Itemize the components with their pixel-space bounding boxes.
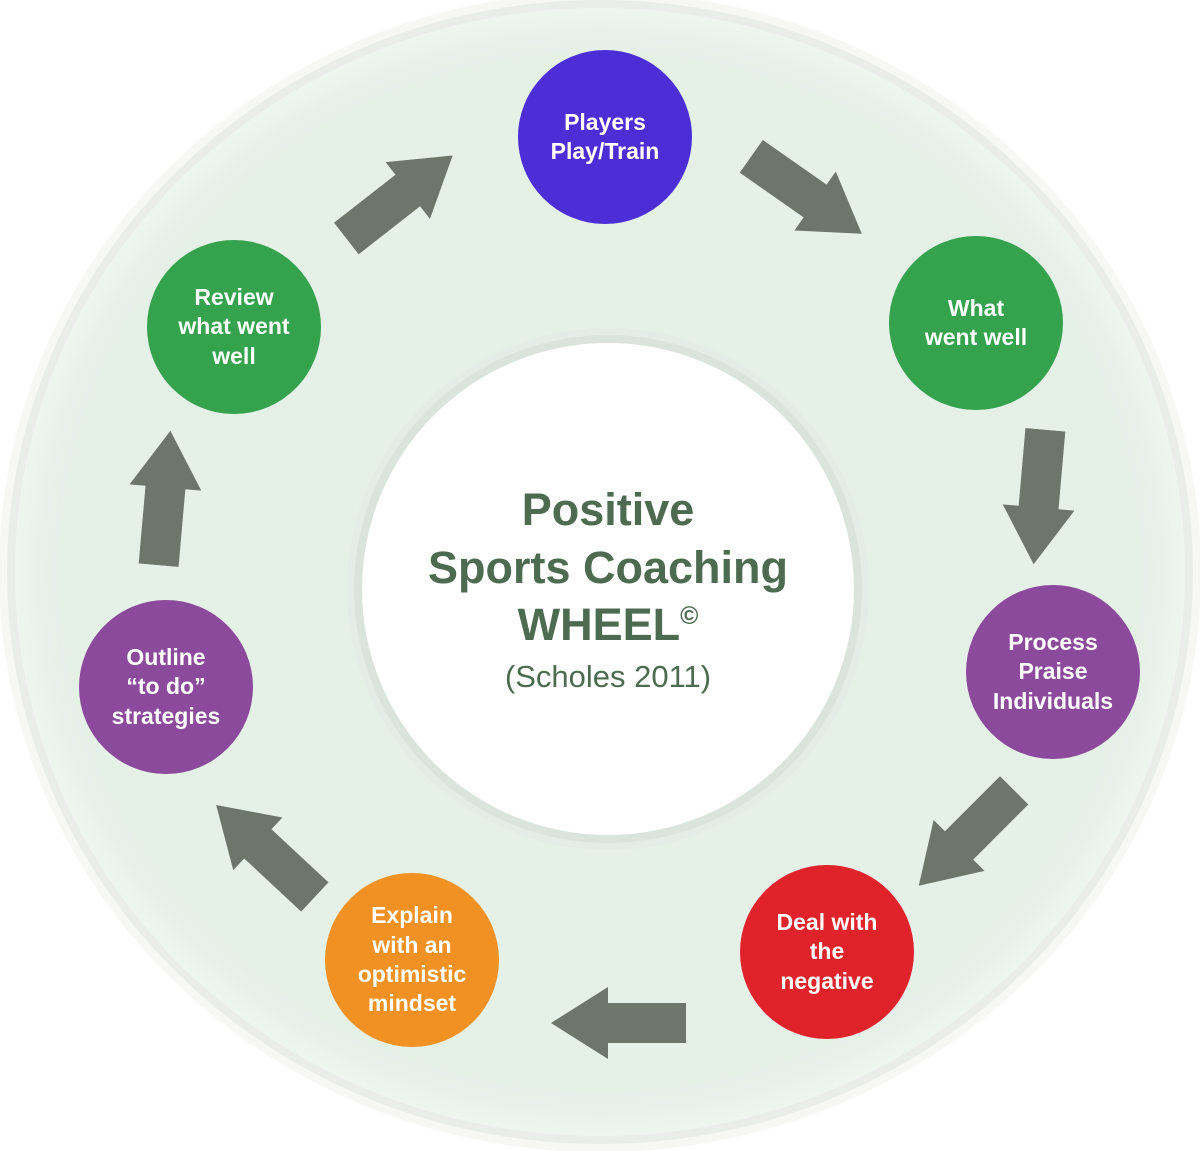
node-label: Process Praise Individuals: [992, 628, 1114, 714]
title-line-3: WHEEL©: [428, 596, 788, 654]
node-label: Outline “to do” strategies: [111, 643, 221, 729]
copyright-symbol: ©: [680, 603, 699, 631]
arrow-process-to-deal-icon: [893, 765, 1039, 911]
node-label: Players Play/Train: [550, 108, 660, 164]
arrow-players-to-whatwentwell-icon: [731, 127, 883, 263]
arrow-review-to-players-icon: [324, 127, 475, 267]
title-subtitle: (Scholes 2011): [504, 659, 712, 695]
arrow-deal-to-explain-icon: [551, 987, 686, 1059]
node-label: What went well: [924, 294, 1028, 350]
node-review-what-went-well: Review what went well: [147, 240, 321, 414]
node-label: Deal with the negative: [776, 908, 878, 994]
node-deal-with-the-negative: Deal with the negative: [740, 865, 914, 1039]
node-label: Explain with an optimistic mindset: [357, 902, 467, 1017]
arrow-explain-to-outline-icon: [192, 779, 340, 924]
node-label: Review what went well: [178, 283, 290, 369]
node-process-praise-individuals: Process Praise Individuals: [966, 585, 1140, 759]
wheel-title-block: Positive Sports Coaching WHEEL© (Scholes…: [428, 481, 788, 696]
arrow-whatwentwell-to-process-icon: [998, 427, 1081, 568]
wheel-word: WHEEL: [517, 599, 681, 651]
node-explain-optimistic-mindset: Explain with an optimistic mindset: [325, 873, 499, 1047]
title-line-1: Positive: [521, 484, 695, 536]
title-line-2: Sports Coaching: [427, 541, 789, 593]
wheel-hub: Positive Sports Coaching WHEEL© (Scholes…: [362, 343, 854, 835]
node-outline-to-do-strategies: Outline “to do” strategies: [79, 600, 253, 774]
node-players-play-train: Players Play/Train: [518, 50, 692, 224]
node-what-went-well: What went well: [889, 236, 1063, 410]
arrow-outline-to-review-icon: [123, 428, 206, 569]
